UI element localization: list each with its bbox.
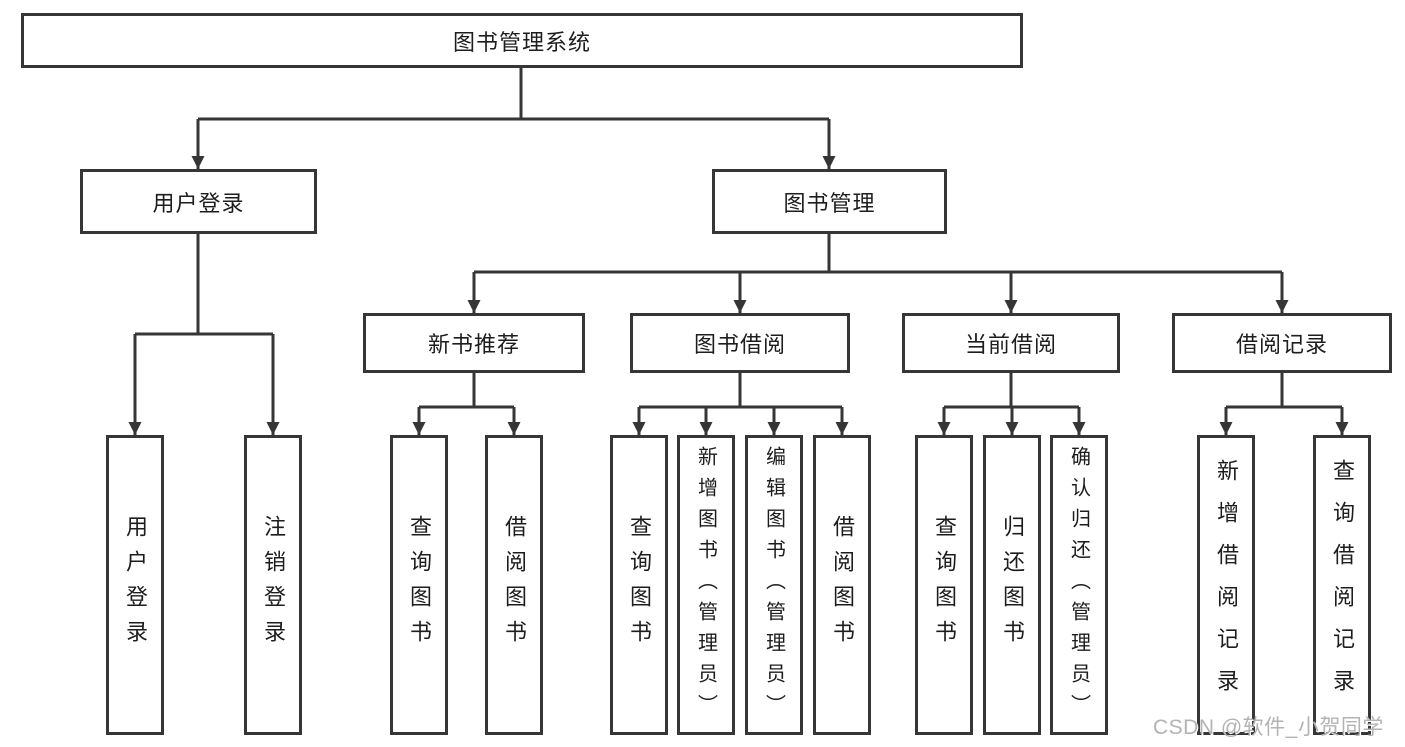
node-library-management-system: 图书管理系统 bbox=[21, 13, 1023, 68]
leaf-query-books-borrow: 查询图书 bbox=[610, 435, 668, 735]
leaf-label: 注销登录 bbox=[261, 515, 286, 655]
leaf-borrow-books-recommend: 借阅图书 bbox=[485, 435, 543, 735]
leaf-label: 归还图书 bbox=[1000, 515, 1025, 655]
node-book-borrowing: 图书借阅 bbox=[630, 313, 850, 373]
node-label: 图书借阅 bbox=[693, 332, 786, 357]
node-label: 图书管理 bbox=[783, 190, 876, 216]
node-label: 借阅记录 bbox=[1235, 332, 1328, 357]
leaf-user-login: 用户登录 bbox=[106, 435, 164, 735]
leaf-label: 借阅图书 bbox=[502, 515, 527, 655]
leaf-edit-books-admin: 编辑图书（管理员） bbox=[745, 435, 803, 735]
csdn-watermark: CSDN @软件_小贺同学 bbox=[1153, 716, 1384, 739]
leaf-add-borrow-record: 新增借阅记录 bbox=[1197, 435, 1255, 735]
leaf-logout: 注销登录 bbox=[244, 435, 302, 735]
leaf-label: 确认归还（管理员） bbox=[1067, 445, 1090, 725]
leaf-add-books-admin: 新增图书（管理员） bbox=[677, 435, 735, 735]
node-current-borrowing: 当前借阅 bbox=[902, 313, 1120, 373]
leaf-query-borrow-record: 查询借阅记录 bbox=[1313, 435, 1371, 735]
connector-arrows bbox=[128, 119, 1349, 435]
leaf-label: 新增图书（管理员） bbox=[694, 445, 717, 725]
leaf-label: 用户登录 bbox=[123, 515, 148, 655]
leaf-label: 查询图书 bbox=[627, 515, 652, 655]
leaf-label: 借阅图书 bbox=[830, 515, 855, 655]
node-label: 用户登录 bbox=[152, 190, 245, 216]
node-borrowing-records: 借阅记录 bbox=[1172, 313, 1392, 373]
leaf-query-books-recommend: 查询图书 bbox=[390, 435, 448, 735]
node-new-book-recommendation: 新书推荐 bbox=[363, 313, 585, 373]
node-label: 当前借阅 bbox=[964, 332, 1057, 357]
connector-skeleton bbox=[135, 68, 1342, 409]
node-user-login: 用户登录 bbox=[80, 169, 317, 234]
leaf-confirm-return-admin: 确认归还（管理员） bbox=[1050, 435, 1108, 735]
leaf-label: 查询图书 bbox=[932, 515, 957, 655]
node-book-management: 图书管理 bbox=[712, 169, 947, 234]
leaf-label: 新增借阅记录 bbox=[1214, 459, 1239, 711]
leaf-label: 编辑图书（管理员） bbox=[762, 445, 785, 725]
leaf-borrow-books: 借阅图书 bbox=[813, 435, 871, 735]
leaf-label: 查询借阅记录 bbox=[1330, 459, 1355, 711]
leaf-query-books-current: 查询图书 bbox=[915, 435, 973, 735]
node-label: 图书管理系统 bbox=[452, 29, 591, 55]
leaf-label: 查询图书 bbox=[407, 515, 432, 655]
node-label: 新书推荐 bbox=[427, 332, 520, 357]
leaf-return-books: 归还图书 bbox=[983, 435, 1041, 735]
